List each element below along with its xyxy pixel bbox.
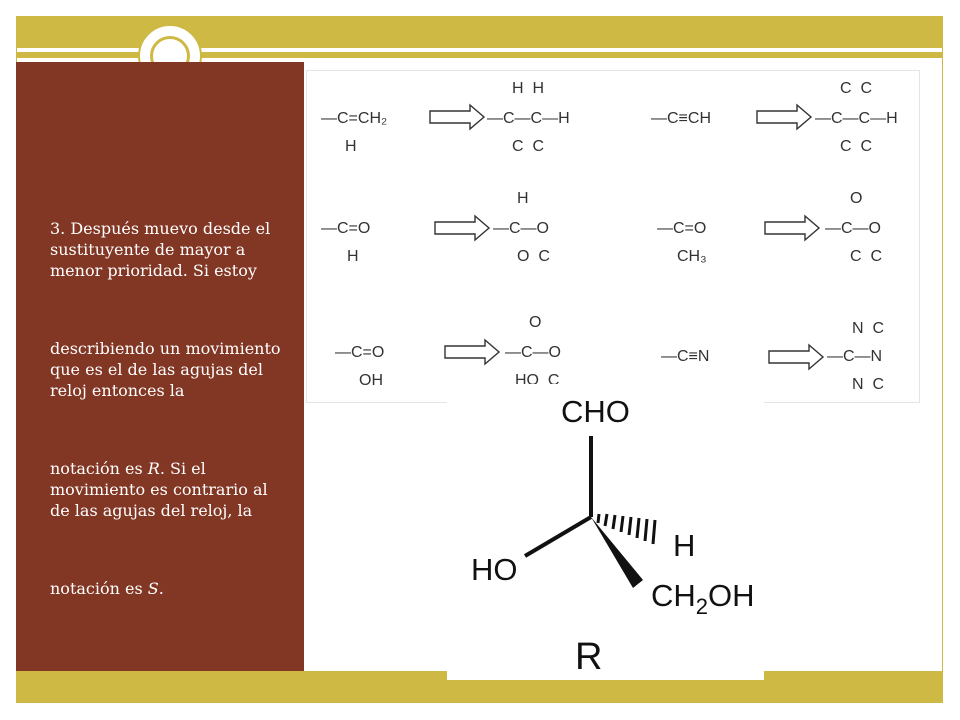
r5-right-top: O (529, 314, 541, 331)
bond-left (523, 515, 593, 558)
r3-left-main: —C=O (321, 220, 370, 237)
group-h: H (673, 528, 695, 563)
glyceraldehyde-svg: CHO H HO CH2OH R (471, 394, 755, 678)
paragraph-4-suffix: . (158, 579, 164, 598)
reaction-6: —C≡N N C —C—N N C (661, 320, 884, 393)
r1-right-top: H H (512, 80, 544, 97)
r1-left-main: —C=CH₂ (321, 110, 387, 127)
r5-left-main: —C=O (335, 344, 384, 361)
r5-arrow-icon (444, 339, 500, 365)
r3-right-top: H (517, 190, 529, 207)
reaction-5: —C=O OH O —C—O HO C (335, 314, 561, 389)
paragraph-2-text: describiendo un movimiento que es el de … (50, 339, 281, 400)
r4-right-top: O (850, 190, 862, 207)
group-cho: CHO (561, 394, 630, 429)
paragraph-4-prefix: notación es (50, 579, 148, 598)
paragraph-1: 3. Después muevo desde el sustituyente d… (50, 218, 290, 281)
top-band-line (16, 52, 943, 58)
notation-s: S (147, 579, 159, 598)
r3-left-sub: H (347, 248, 359, 265)
r2-left-main: —C≡CH (651, 110, 711, 127)
r6-arrow-icon (768, 344, 824, 370)
group-ch2oh: CH2OH (651, 578, 755, 619)
wedge-bond-icon (591, 517, 643, 588)
glyceraldehyde-image: CHO H HO CH2OH R (447, 384, 764, 680)
paragraph-2: describiendo un movimiento que es el de … (50, 338, 290, 401)
r5-right-main: —C—O (505, 344, 561, 361)
hash-bond-icon (596, 513, 657, 545)
r1-arrow-icon (429, 104, 485, 130)
r1-right-bottom: C C (512, 138, 544, 155)
reaction-4: —C=O CH₃ O —C—O C C (657, 190, 882, 265)
r1-left-sub: H (345, 138, 357, 155)
paragraph-3-suffix: . Si el movimiento es contrario al de la… (50, 459, 268, 520)
configuration-label: R (575, 636, 602, 678)
r5-left-sub: OH (359, 372, 383, 389)
r6-left-main: —C≡N (661, 348, 709, 365)
duplication-rules-image: —C=CH₂ H H H —C—C—H C C —C≡CH C C —C—C—H… (306, 70, 920, 403)
r4-right-bottom: C C (850, 248, 882, 265)
r4-left-sub: CH₃ (677, 248, 707, 265)
duplication-rules-svg: —C=CH₂ H H H —C—C—H C C —C≡CH C C —C—C—H… (321, 80, 898, 393)
paragraph-4: notación es S. (50, 578, 290, 599)
r3-right-main: —C—O (493, 220, 549, 237)
paragraph-1-text: 3. Después muevo desde el sustituyente d… (50, 219, 271, 280)
reaction-2: —C≡CH C C —C—C—H C C (651, 80, 898, 155)
r3-right-bottom: O C (517, 248, 550, 265)
paragraph-3-prefix: notación es (50, 459, 148, 478)
r2-right-bottom: C C (840, 138, 872, 155)
reaction-1: —C=CH₂ H H H —C—C—H C C (321, 80, 570, 155)
reaction-3: —C=O H H —C—O O C (321, 190, 550, 265)
group-ho: HO (471, 552, 518, 587)
r6-right-top: N C (852, 320, 884, 337)
r2-arrow-icon (756, 104, 812, 130)
paragraph-3: notación es R. Si el movimiento es contr… (50, 458, 290, 521)
r4-left-main: —C=O (657, 220, 706, 237)
r6-right-bottom: N C (852, 376, 884, 393)
text-sidebar (16, 62, 304, 671)
r6-right-main: —C—N (827, 348, 882, 365)
r4-arrow-icon (764, 215, 820, 241)
r1-right-main: —C—C—H (487, 110, 570, 127)
r2-right-top: C C (840, 80, 872, 97)
r4-right-main: —C—O (825, 220, 881, 237)
notation-r: R (147, 459, 160, 478)
r2-right-main: —C—C—H (815, 110, 898, 127)
r3-arrow-icon (434, 215, 490, 241)
